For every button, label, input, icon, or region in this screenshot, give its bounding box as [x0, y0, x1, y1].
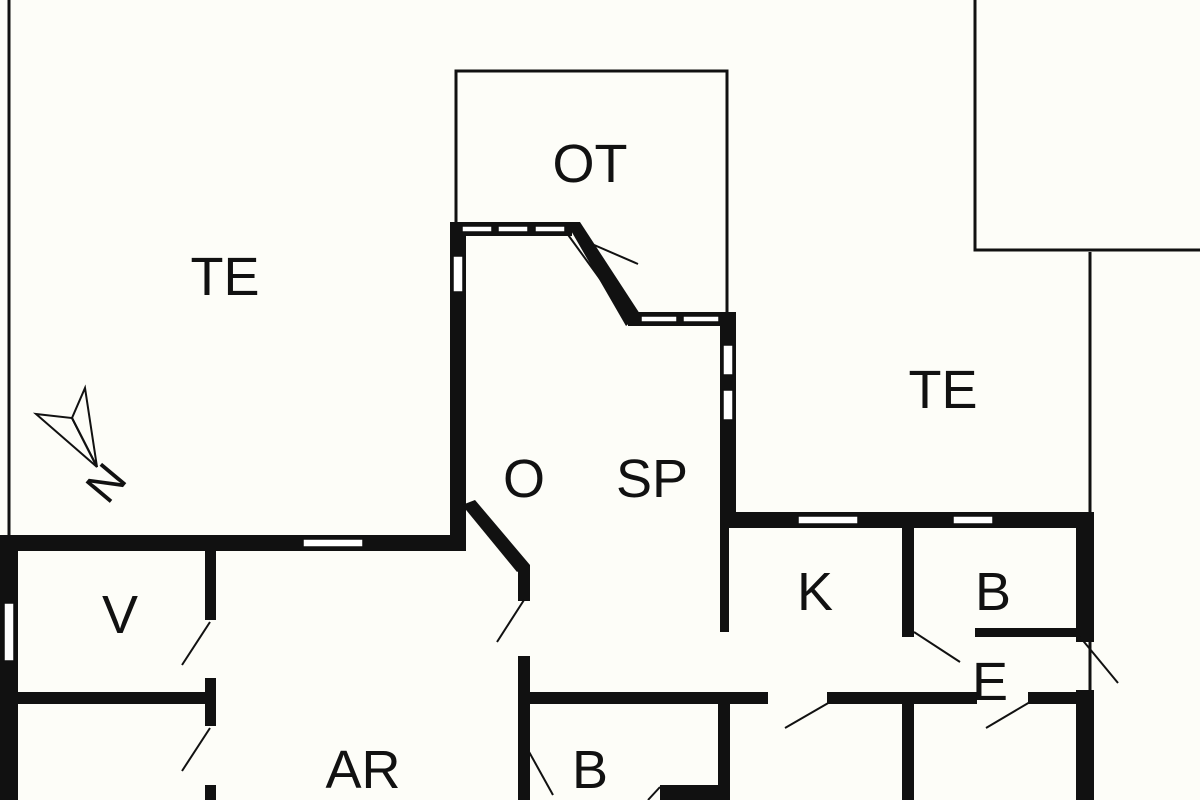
north-arrow-icon — [32, 384, 98, 468]
room-label-ot: OT — [553, 134, 628, 194]
room-label-k: K — [797, 562, 833, 622]
doors — [181, 231, 1119, 800]
room-label-o: O — [503, 449, 545, 509]
room-label-v: V — [102, 585, 138, 645]
room-label-b-top: B — [975, 562, 1011, 622]
room-label-e: E — [972, 652, 1008, 712]
room-label-te-left: TE — [190, 247, 259, 307]
room-label-ar: AR — [325, 740, 400, 800]
room-label-te-right: TE — [908, 360, 977, 420]
windows — [3, 225, 994, 662]
room-label-sp: SP — [616, 449, 688, 509]
room-label-b-bottom: B — [572, 740, 608, 800]
